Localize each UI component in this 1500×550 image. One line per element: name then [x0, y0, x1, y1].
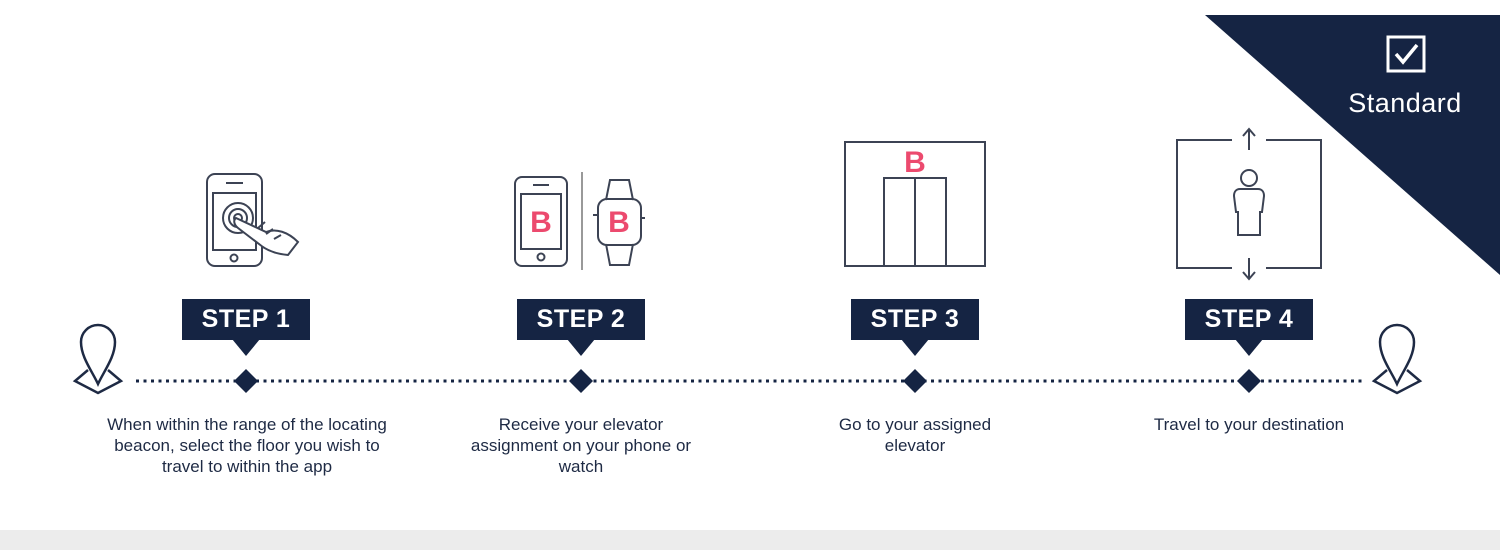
- elevator-b-letter: B: [904, 146, 926, 179]
- watch-screen-b-letter: B: [608, 206, 630, 239]
- standard-corner-banner: [1205, 15, 1500, 275]
- timeline-node: [1237, 369, 1261, 393]
- step-pointer: [1235, 339, 1263, 356]
- timeline-node: [903, 369, 927, 393]
- step-3-label: STEP 3: [851, 299, 979, 340]
- step-pointer: [232, 339, 260, 356]
- phone-screen-b-letter: B: [530, 206, 552, 239]
- location-pin-icon: [72, 323, 124, 395]
- step-1-description: When within the range of the locating be…: [107, 415, 387, 476]
- phone-tap-icon: [206, 173, 300, 267]
- step-2-label: STEP 2: [517, 299, 645, 340]
- standard-badge-label: Standard: [1348, 88, 1462, 118]
- timeline-node: [569, 369, 593, 393]
- step-1-label: STEP 1: [182, 299, 310, 340]
- step-pointer: [901, 339, 929, 356]
- diagram-graphics: B B B: [72, 15, 1500, 395]
- checkbox-checked-icon: [1386, 35, 1426, 73]
- step-2-description: Receive your elevator assignment on your…: [470, 415, 692, 476]
- elevator-doors-icon: [844, 141, 986, 267]
- location-pin-icon: [1371, 323, 1423, 395]
- timeline-node: [234, 369, 258, 393]
- step-4-label: STEP 4: [1185, 299, 1313, 340]
- step-pointer: [567, 339, 595, 356]
- elevator-person-icon: [1176, 127, 1322, 281]
- diagram-canvas: B B B Standard STEP 1 STEP 2 STEP 3 STEP…: [0, 0, 1500, 530]
- step-4-description: Travel to your destination: [1153, 415, 1345, 434]
- phone-watch-icon: [514, 172, 645, 270]
- bottom-strip: [0, 530, 1500, 550]
- step-3-description: Go to your assigned elevator: [838, 415, 992, 455]
